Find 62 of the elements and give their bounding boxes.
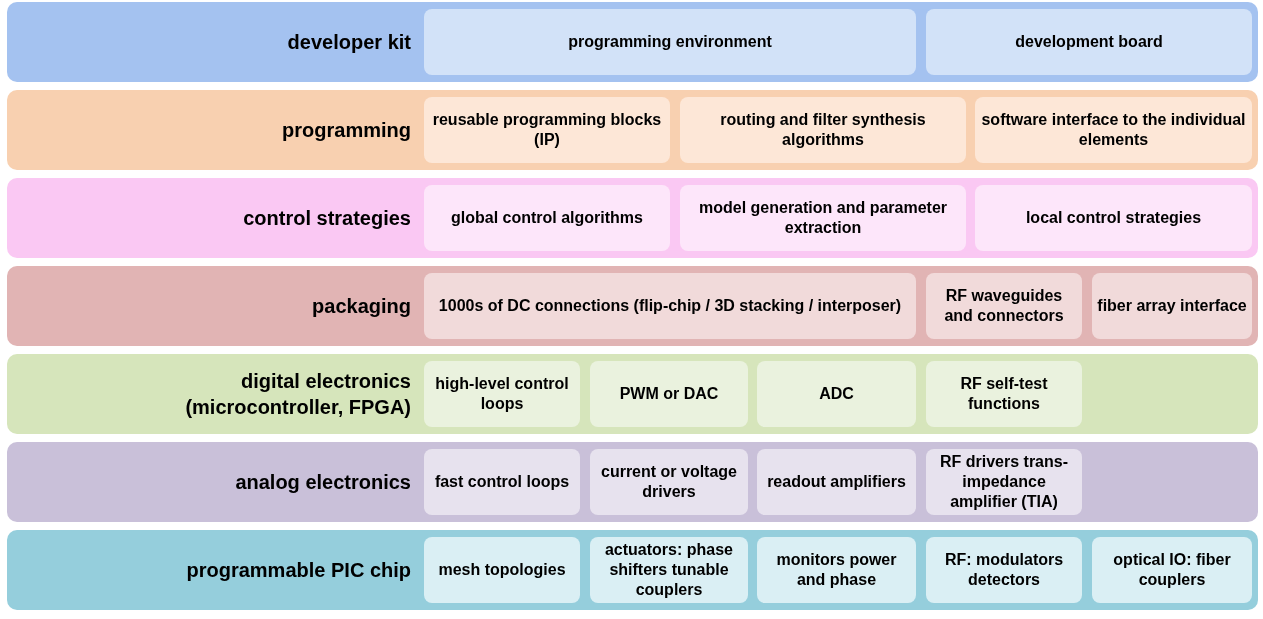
layer-heading: control strategies bbox=[242, 206, 411, 231]
layer-band bbox=[7, 442, 1258, 522]
layer-heading: digital electronics (microcontroller, FPGA) bbox=[184, 369, 411, 420]
layer-band bbox=[7, 2, 1258, 82]
component-box bbox=[757, 361, 916, 427]
component-label: optical IO: fiber couplers bbox=[1112, 550, 1232, 590]
component-label: development board bbox=[1015, 32, 1163, 52]
component-label: RF: modulators detectors bbox=[943, 550, 1065, 590]
component-label: programming environment bbox=[568, 32, 772, 52]
component-label: mesh topologies bbox=[438, 560, 566, 580]
component-label: RF self-test functions bbox=[959, 374, 1049, 414]
component-box bbox=[926, 537, 1082, 603]
component-label: current or voltage drivers bbox=[600, 462, 738, 502]
component-box bbox=[1092, 273, 1252, 339]
component-box bbox=[680, 185, 966, 251]
component-label: fast control loops bbox=[434, 472, 570, 492]
component-box bbox=[680, 97, 966, 163]
component-box bbox=[975, 97, 1252, 163]
layer-band bbox=[7, 266, 1258, 346]
component-box bbox=[975, 185, 1252, 251]
component-box bbox=[424, 97, 670, 163]
layer-heading: programming bbox=[281, 118, 411, 143]
component-label: high-level control loops bbox=[434, 374, 570, 414]
component-label: 1000s of DC connections (flip-chip / 3D stacking / interposer) bbox=[438, 296, 902, 316]
component-label: actuators: phase shifters tunable couplers bbox=[603, 540, 734, 600]
component-label: global control algorithms bbox=[451, 208, 643, 228]
component-label: reusable programming blocks (IP) bbox=[431, 110, 663, 150]
component-label: PWM or DAC bbox=[619, 384, 719, 404]
component-box bbox=[926, 449, 1082, 515]
layer-band bbox=[7, 530, 1258, 610]
layer-heading: programmable PIC chip bbox=[185, 558, 411, 583]
layer-heading: analog electronics bbox=[234, 470, 411, 495]
component-box bbox=[424, 449, 580, 515]
component-box bbox=[424, 537, 580, 603]
layer-heading: packaging bbox=[311, 294, 411, 319]
component-box bbox=[424, 273, 916, 339]
component-label: routing and filter synthesis algorithms bbox=[719, 110, 927, 150]
component-box bbox=[424, 361, 580, 427]
component-label: readout amplifiers bbox=[767, 472, 906, 492]
component-box bbox=[590, 449, 748, 515]
component-label: monitors power and phase bbox=[775, 550, 898, 590]
component-box bbox=[1092, 537, 1252, 603]
component-box bbox=[590, 537, 748, 603]
component-box bbox=[424, 185, 670, 251]
component-label: RF drivers trans-impedance amplifier (TIA) bbox=[938, 452, 1069, 512]
component-label: RF waveguides and connectors bbox=[943, 286, 1065, 326]
component-label: local control strategies bbox=[1025, 208, 1202, 228]
component-box bbox=[926, 9, 1252, 75]
component-box bbox=[926, 273, 1082, 339]
component-label: fiber array interface bbox=[1097, 296, 1247, 316]
component-box bbox=[926, 361, 1082, 427]
component-box bbox=[757, 537, 916, 603]
layer-band bbox=[7, 90, 1258, 170]
component-label: ADC bbox=[819, 384, 854, 404]
component-box bbox=[424, 9, 916, 75]
component-label: model generation and parameter extraction bbox=[697, 198, 949, 238]
component-box bbox=[757, 449, 916, 515]
layer-band bbox=[7, 354, 1258, 434]
layer-heading: developer kit bbox=[286, 30, 411, 55]
component-label: software interface to the individual elements bbox=[980, 110, 1247, 150]
component-box bbox=[590, 361, 748, 427]
layer-band bbox=[7, 178, 1258, 258]
